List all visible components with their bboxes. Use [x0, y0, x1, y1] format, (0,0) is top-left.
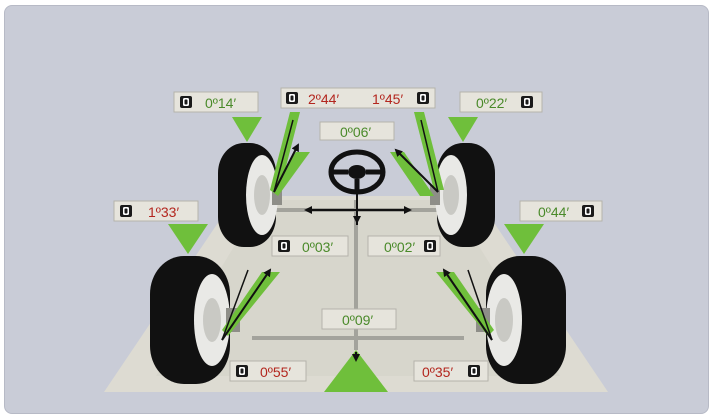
wheel-marker-icon: [521, 96, 533, 108]
value-front-left-inner: 2º44′: [308, 91, 339, 107]
value-rear-thrust: 0º09′: [342, 312, 373, 328]
value-rear-left-outer: 1º33′: [148, 204, 179, 220]
label-rear-thrust: 0º09′: [321, 308, 397, 330]
wheel-marker-icon: [468, 365, 480, 377]
value-rear-right-outer: 0º44′: [538, 204, 569, 220]
rear-thrust-indicator: [324, 350, 388, 392]
front-right-toe-wedge-lower: [390, 152, 434, 196]
front-right-toe-arrow: [394, 148, 439, 193]
front-right-wheel: [430, 143, 495, 247]
label-front-inner: 2º44′ 1º45′: [280, 87, 436, 109]
label-rear-right-outer: 0º44′: [519, 200, 603, 222]
label-front-left-outer: 0º14′: [173, 91, 259, 113]
rear-left-toe-ref-line: [221, 269, 249, 341]
front-left-toe-arrow: [273, 143, 299, 193]
wheel-marker-icon: [120, 205, 132, 217]
value-steering: 0º06′: [340, 124, 371, 140]
front-right-camber-indicator: [448, 117, 478, 142]
front-left-wheel: [218, 143, 282, 247]
rear-left-toe-arrow: [221, 268, 272, 341]
rear-left-camber-indicator: [168, 224, 208, 254]
value-rear-left-toe: 0º55′: [260, 364, 291, 380]
wheel-marker-icon: [582, 205, 594, 217]
value-front-right-outer: 0º22′: [476, 95, 507, 111]
label-rear-left-outer: 1º33′: [113, 200, 199, 222]
rear-right-toe-wedge: [436, 272, 494, 336]
wheel-marker-icon: [286, 92, 298, 104]
wheel-marker-icon: [424, 240, 436, 252]
front-right-toe-ref-line: [420, 119, 439, 193]
front-left-toe-ref-line: [273, 119, 294, 193]
rear-right-wheel: [476, 256, 566, 384]
rear-left-wheel: [150, 256, 240, 384]
value-front-right-toe: 0º02′: [384, 239, 415, 255]
wheel-marker-icon: [180, 96, 192, 108]
wheel-marker-icon: [417, 92, 429, 104]
label-rear-left-toe: 0º55′: [229, 360, 307, 382]
value-front-right-inner: 1º45′: [372, 91, 403, 107]
rear-right-toe-arrow: [442, 268, 493, 341]
rear-right-toe-ref-line: [467, 269, 493, 341]
steering-wheel-icon: [328, 149, 386, 195]
label-front-right-toe: 0º02′: [367, 235, 441, 257]
front-left-toe-wedge-lower: [270, 152, 310, 196]
front-left-camber-indicator: [232, 117, 262, 142]
wheel-marker-icon: [278, 240, 290, 252]
label-front-left-toe: 0º03′: [271, 235, 349, 257]
label-steering: 0º06′: [319, 121, 395, 141]
label-rear-right-toe: 0º35′: [413, 360, 489, 382]
value-front-left-toe: 0º03′: [302, 239, 333, 255]
wheel-marker-icon: [236, 365, 248, 377]
value-rear-right-toe: 0º35′: [422, 364, 453, 380]
label-front-right-outer: 0º22′: [459, 91, 543, 113]
rear-right-camber-indicator: [504, 224, 544, 254]
value-front-left-outer: 0º14′: [205, 95, 236, 111]
